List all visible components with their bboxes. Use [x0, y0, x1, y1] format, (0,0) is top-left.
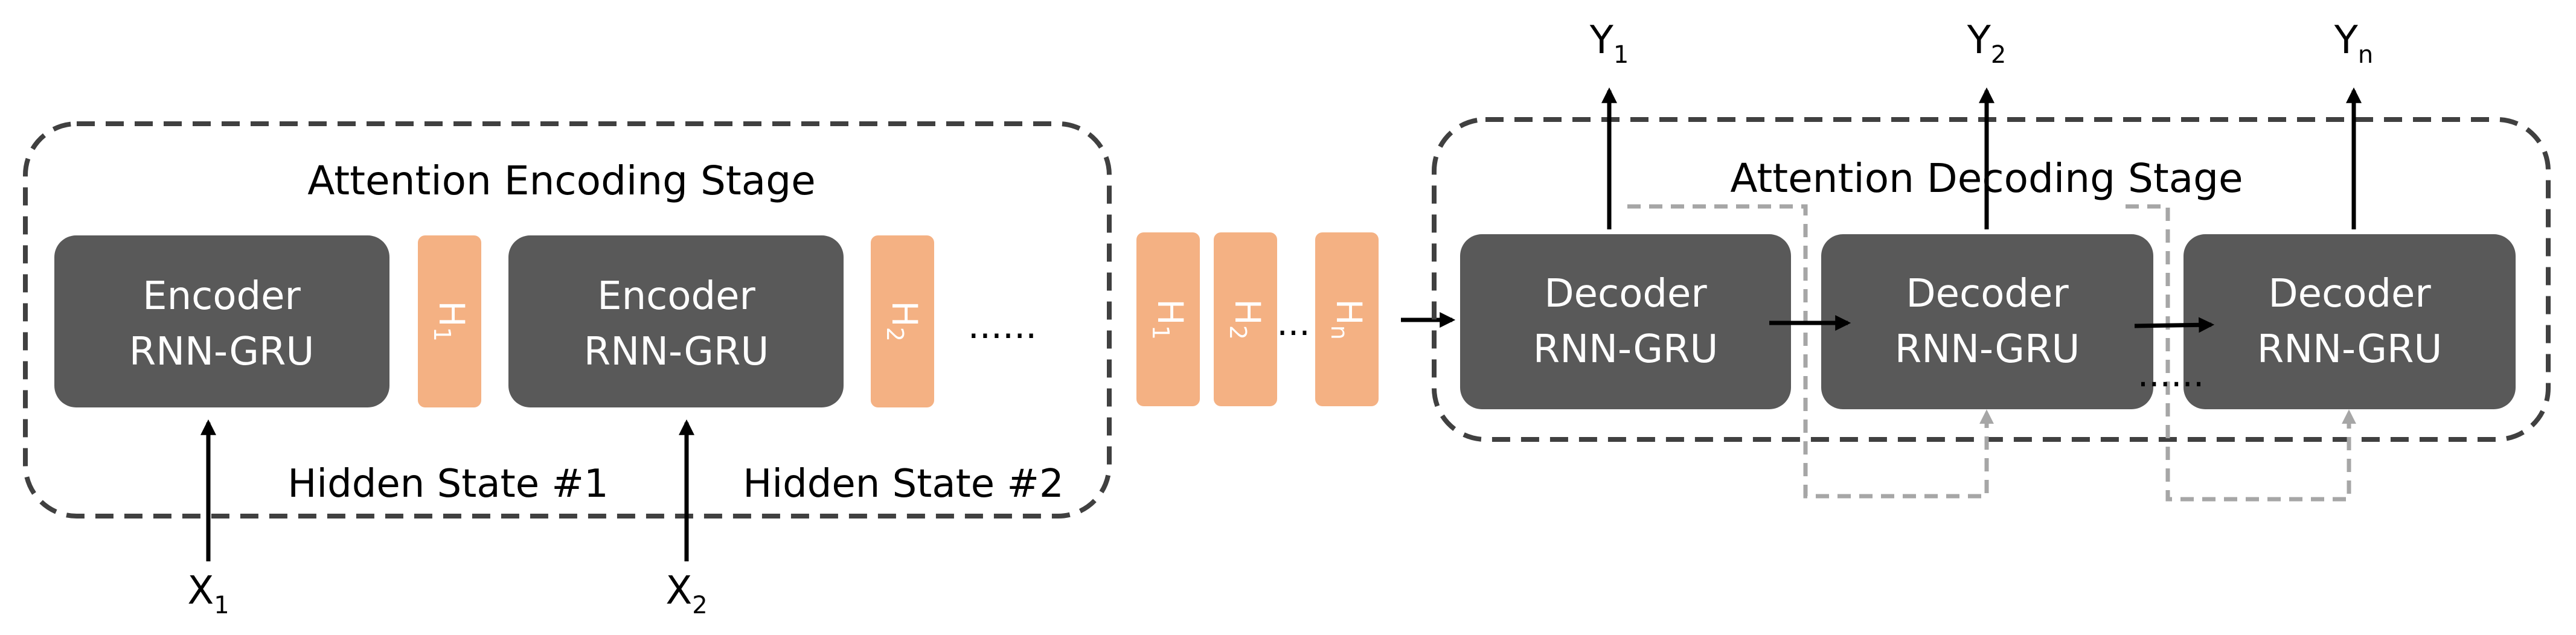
- svg-text:H2: H2: [1225, 299, 1268, 340]
- context-token-h2: H2: [1214, 232, 1277, 406]
- svg-text:H2: H2: [882, 301, 925, 342]
- output-label-yn: Yn: [2334, 18, 2373, 69]
- svg-text:Hn: Hn: [1327, 299, 1370, 340]
- output-label-y2: Y2: [1967, 18, 2007, 69]
- ctx-h2-sub: 2: [1225, 325, 1252, 340]
- x1-sub: 1: [214, 592, 229, 619]
- encoder-1-line1: Encoder: [143, 274, 301, 319]
- yn-sub: n: [2358, 41, 2373, 69]
- decoder-block-3: Decoder RNN-GRU: [2184, 234, 2516, 409]
- encoder-block-2: Encoder RNN-GRU: [508, 235, 844, 407]
- context-token-h1: H1: [1136, 232, 1200, 406]
- hidden-token-h1-encoder: H1: [418, 235, 481, 407]
- input-label-x1: X1: [187, 569, 229, 619]
- y1-sub: 1: [1613, 41, 1629, 69]
- ctx-hn-sub: n: [1327, 325, 1353, 340]
- decoder-1-line1: Decoder: [1544, 272, 1707, 316]
- decoder-3-line1: Decoder: [2268, 272, 2431, 316]
- encoder-1-line2: RNN-GRU: [129, 330, 315, 374]
- context-token-hn: Hn: [1315, 232, 1379, 406]
- decoder-2-to-3-arrow: [2134, 317, 2215, 333]
- decoder-ellipsis: ......: [2138, 354, 2205, 395]
- feedback-path-2: [2126, 204, 2356, 502]
- ctx-h1-sub: 1: [1148, 325, 1174, 340]
- encoder-ellipsis: ......: [968, 305, 1037, 347]
- h2-encoder-sub: 2: [882, 327, 909, 342]
- decoder-2-line2: RNN-GRU: [1895, 327, 2080, 372]
- feedback-path-1: [1627, 204, 1994, 499]
- decoder-2-line1: Decoder: [1906, 272, 2069, 316]
- hidden-state-label-1: Hidden State #1: [287, 462, 609, 506]
- ctx-h1-main: H: [1150, 299, 1191, 325]
- h2-encoder-main: H: [884, 301, 925, 327]
- x2-sub: 2: [692, 592, 707, 619]
- input-label-x2: X2: [665, 569, 707, 619]
- encoder-2-line1: Encoder: [597, 274, 755, 319]
- h1-encoder-main: H: [431, 301, 472, 327]
- output-label-y1: Y1: [1589, 18, 1629, 69]
- svg-text:H1: H1: [429, 301, 472, 342]
- hidden-token-h2-encoder: H2: [871, 235, 934, 407]
- hidden-state-label-2: Hidden State #2: [743, 462, 1064, 506]
- decoder-block-2: Decoder RNN-GRU: [1821, 234, 2153, 409]
- ctx-h2-main: H: [1227, 299, 1268, 325]
- h1-encoder-sub: 1: [429, 327, 456, 342]
- y1-main: Y: [1589, 18, 1614, 63]
- decoding-stage-boundary: [1432, 117, 2551, 442]
- encoding-stage-title: Attention Encoding Stage: [307, 158, 815, 204]
- context-ellipsis: ...: [1277, 302, 1310, 343]
- x1-main: X: [187, 569, 214, 613]
- ctx-hn-main: H: [1328, 299, 1370, 325]
- encoder-block-1: Encoder RNN-GRU: [54, 235, 389, 407]
- decoder-3-line2: RNN-GRU: [2257, 327, 2443, 372]
- yn-main: Y: [2334, 18, 2359, 63]
- y2-sub: 2: [1991, 41, 2006, 69]
- decoder-block-1: Decoder RNN-GRU: [1460, 234, 1791, 409]
- svg-text:H1: H1: [1148, 299, 1191, 340]
- encoding-stage-boundary: [23, 121, 1112, 519]
- decoder-1-line2: RNN-GRU: [1533, 327, 1719, 372]
- x2-main: X: [665, 569, 692, 613]
- y2-main: Y: [1967, 18, 1991, 63]
- encoder-2-line2: RNN-GRU: [584, 330, 769, 374]
